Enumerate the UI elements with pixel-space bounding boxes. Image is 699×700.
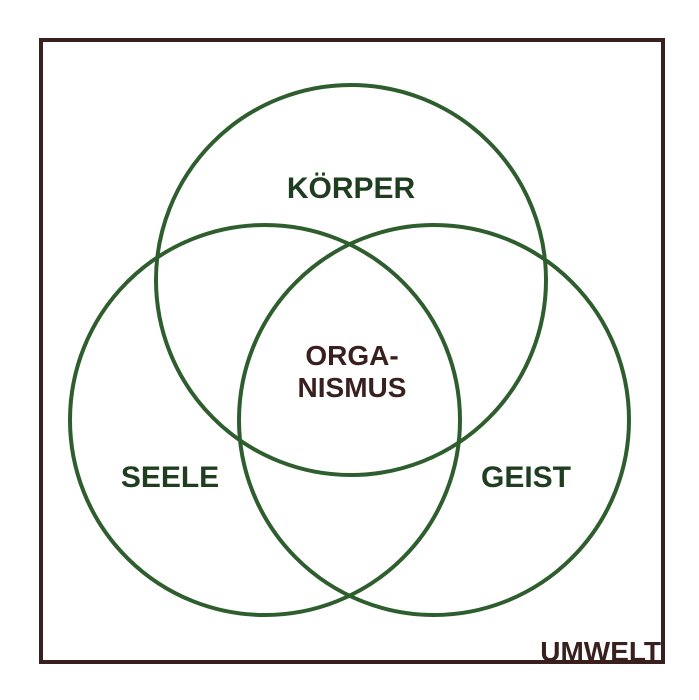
seele-label: SEELE (121, 461, 219, 494)
geist-circle (237, 223, 631, 617)
koerper-circle (154, 83, 548, 477)
koerper-label: KÖRPER (287, 172, 416, 205)
seele-circle (68, 223, 462, 617)
organismus-label-line1: ORGA- (305, 340, 398, 371)
geist-label: GEIST (481, 461, 571, 494)
umwelt-frame (39, 38, 665, 664)
umwelt-label: UMWELT (540, 636, 661, 667)
organismus-label-line2: NISMUS (298, 372, 407, 403)
